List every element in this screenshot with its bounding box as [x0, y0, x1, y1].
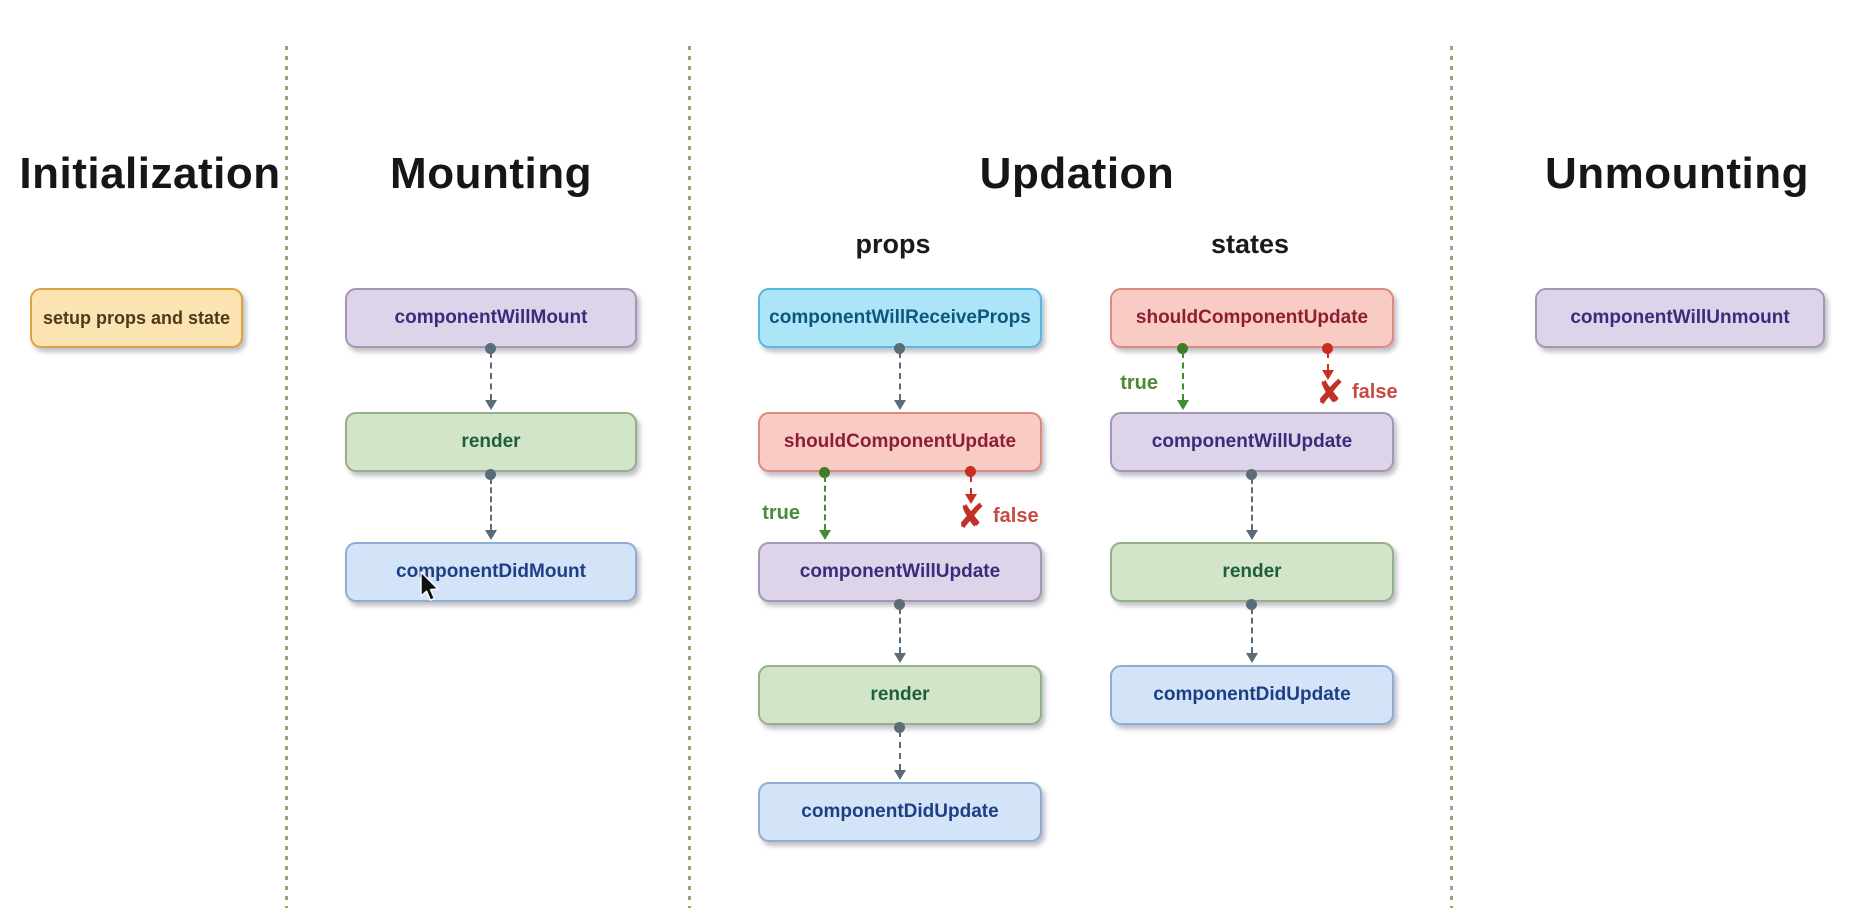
arrowhead-icon — [1246, 530, 1258, 540]
node-props-should-component-update: shouldComponentUpdate — [758, 412, 1042, 472]
true-branch-line — [1182, 352, 1184, 400]
node-mounting-render: render — [345, 412, 637, 472]
connector-line — [1251, 608, 1253, 653]
section-divider — [688, 46, 691, 908]
arrowhead-icon — [485, 400, 497, 410]
node-component-will-unmount: componentWillUnmount — [1535, 288, 1825, 348]
false-branch-dot — [965, 466, 976, 477]
section-divider — [1450, 46, 1453, 908]
connector-line — [490, 352, 492, 400]
true-arrowhead-icon — [819, 530, 831, 540]
false-branch-dot — [1322, 343, 1333, 354]
connector-dot — [894, 599, 905, 610]
false-branch-line — [970, 476, 972, 494]
title-initialization: Initialization — [19, 149, 281, 198]
false-arrowhead-icon — [965, 494, 977, 504]
title-updation: Updation — [979, 149, 1175, 198]
node-setup-props-and-state: setup props and state — [30, 288, 243, 348]
node-component-did-mount: componentDidMount — [345, 542, 637, 602]
section-divider — [285, 46, 288, 908]
true-branch-dot — [1177, 343, 1188, 354]
connector-line — [899, 731, 901, 770]
connector-dot — [1246, 599, 1257, 610]
node-states-render: render — [1110, 542, 1394, 602]
subtitle-states: states — [1210, 229, 1290, 259]
node-states-should-component-update: shouldComponentUpdate — [1110, 288, 1394, 348]
false-branch-line — [1327, 352, 1329, 370]
props-true-label: true — [762, 502, 800, 524]
node-props-render: render — [758, 665, 1042, 725]
arrowhead-icon — [894, 653, 906, 663]
props-false-label: false — [993, 505, 1039, 527]
node-props-component-will-update: componentWillUpdate — [758, 542, 1042, 602]
node-states-component-will-update: componentWillUpdate — [1110, 412, 1394, 472]
connector-dot — [894, 722, 905, 733]
states-true-label: true — [1120, 372, 1158, 394]
connector-dot — [485, 343, 496, 354]
false-x-icon: ✘ — [956, 498, 986, 536]
false-x-icon: ✘ — [1315, 374, 1345, 412]
title-mounting: Mounting — [390, 149, 592, 198]
title-unmounting: Unmounting — [1544, 149, 1810, 198]
false-arrowhead-icon — [1322, 370, 1334, 380]
connector-line — [490, 478, 492, 530]
node-component-will-mount: componentWillMount — [345, 288, 637, 348]
connector-line — [1251, 478, 1253, 530]
node-component-will-receive-props: componentWillReceiveProps — [758, 288, 1042, 348]
true-arrowhead-icon — [1177, 400, 1189, 410]
connector-line — [899, 608, 901, 653]
node-states-component-did-update: componentDidUpdate — [1110, 665, 1394, 725]
connector-dot — [1246, 469, 1257, 480]
node-props-component-did-update: componentDidUpdate — [758, 782, 1042, 842]
arrowhead-icon — [485, 530, 497, 540]
connector-dot — [485, 469, 496, 480]
true-branch-dot — [819, 467, 830, 478]
arrowhead-icon — [1246, 653, 1258, 663]
true-branch-line — [824, 476, 826, 530]
mouse-cursor-icon — [420, 571, 439, 601]
connector-dot — [894, 343, 905, 354]
subtitle-props: props — [855, 229, 931, 259]
arrowhead-icon — [894, 770, 906, 780]
connector-line — [899, 352, 901, 400]
arrowhead-icon — [894, 400, 906, 410]
states-false-label: false — [1352, 381, 1398, 403]
